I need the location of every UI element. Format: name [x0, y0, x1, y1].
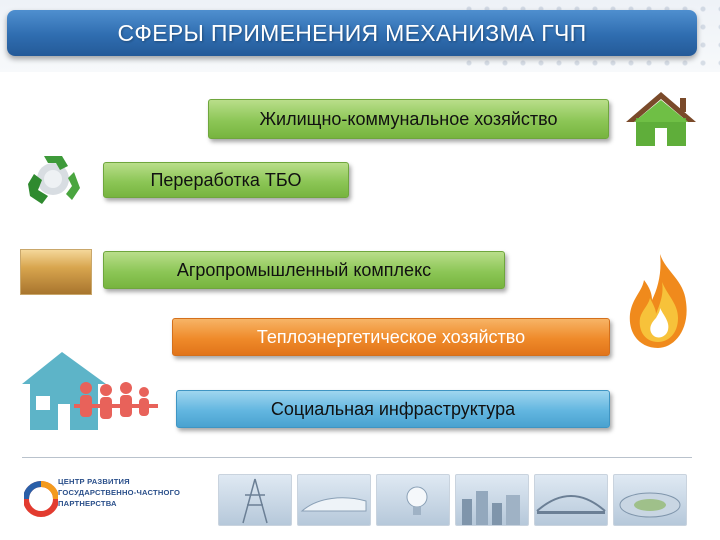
stadium-photo — [613, 474, 687, 526]
flame-icon — [629, 254, 687, 348]
sector-heat-box: Теплоэнергетическое хозяйство — [172, 318, 610, 356]
sector-social-label: Социальная инфраструктура — [270, 398, 516, 419]
footer-divider — [22, 457, 692, 458]
logo-line-2: ГОСУДАРСТВЕННО-ЧАСТНОГО — [58, 488, 181, 497]
light-bulb-photo — [376, 474, 450, 526]
sector-waste-box: Переработка ТБО — [103, 162, 349, 198]
power-line-photo — [218, 474, 292, 526]
slide-title: СФЕРЫ ПРИМЕНЕНИЯ МЕХАНИЗМА ГЧП — [117, 19, 587, 46]
logo-text: ЦЕНТР РАЗВИТИЯ ГОСУДАРСТВЕННО-ЧАСТНОГО П… — [58, 476, 218, 509]
ppp-center-logo-icon — [24, 481, 58, 517]
house-icon — [626, 92, 696, 146]
wheat-field-icon — [20, 249, 92, 295]
city-photo — [455, 474, 529, 526]
title-bar: СФЕРЫ ПРИМЕНЕНИЯ МЕХАНИЗМА ГЧП — [7, 10, 697, 56]
logo-line-1: ЦЕНТР РАЗВИТИЯ — [58, 477, 130, 486]
sector-heat-label: Теплоэнергетическое хозяйство — [256, 326, 526, 347]
logo-line-3: ПАРТНЕРСТВА — [58, 499, 117, 508]
sector-social-box: Социальная инфраструктура — [176, 390, 610, 428]
sector-waste-label: Переработка ТБО — [150, 169, 302, 190]
sector-agro-box: Агропромышленный комплекс — [103, 251, 505, 289]
sector-housing-box: Жилищно-коммунальное хозяйство — [208, 99, 609, 139]
sector-housing-label: Жилищно-коммунальное хозяйство — [259, 108, 558, 129]
bridge-photo — [534, 474, 608, 526]
high-speed-train-photo — [297, 474, 371, 526]
recycle-icon — [28, 156, 80, 204]
family-home-icon — [22, 352, 158, 430]
sector-agro-label: Агропромышленный комплекс — [176, 259, 432, 280]
